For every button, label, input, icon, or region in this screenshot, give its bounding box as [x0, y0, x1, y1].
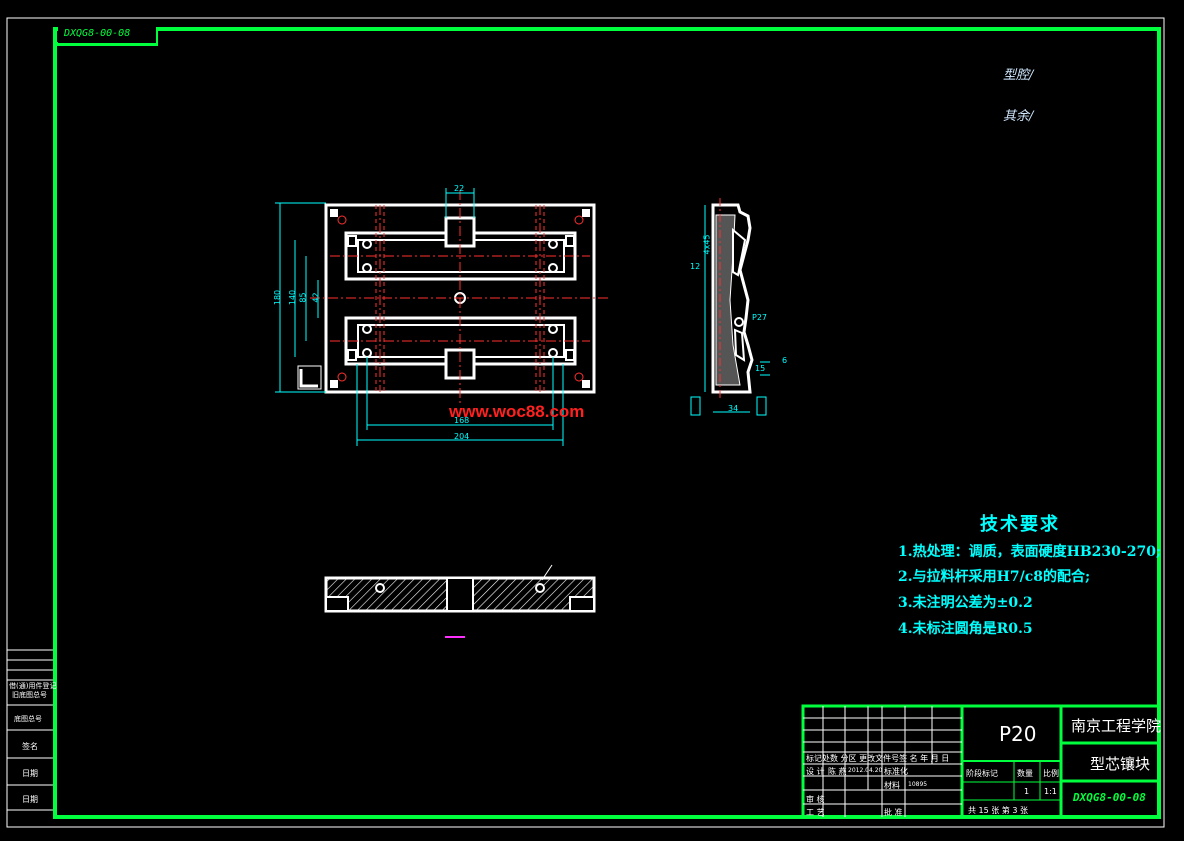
- drawing-frame: [53, 27, 1161, 819]
- roughness-other: 其余/: [1003, 109, 1034, 124]
- side-strip-label: 日期: [22, 769, 38, 778]
- section-pocket: [325, 596, 349, 612]
- title-block-grid: [803, 706, 962, 817]
- dim-side-6: 6: [782, 356, 788, 365]
- dim-side-15: 15: [755, 364, 766, 373]
- bolt-hole: [548, 263, 558, 273]
- watermark-url: www.woc88.com: [449, 402, 585, 421]
- scale-value: 1:1: [1044, 787, 1057, 796]
- title-drawing-code: DXQG8-00-08: [1073, 791, 1146, 804]
- designer-name: 陈 燕: [828, 767, 847, 776]
- school-name: 南京工程学院: [1071, 717, 1162, 735]
- dim-side-12: 12: [690, 262, 701, 271]
- section-pocket: [569, 596, 595, 612]
- side-notch: [347, 235, 357, 247]
- side-clamp: [690, 396, 701, 416]
- corner-hole: [574, 372, 584, 382]
- side-notch: [565, 349, 575, 361]
- top-view: [275, 188, 608, 446]
- tech-requirement-item: 1.热处理：调质，表面硬度HB230-270;: [898, 544, 1162, 560]
- side-strip-label: 借(通)用件登记: [9, 682, 57, 690]
- side-view: [690, 198, 770, 416]
- dim-top-width: 22: [454, 184, 465, 193]
- sheet-count: 共 15 张 第 3 张: [968, 806, 1028, 815]
- roughness-cavity: 型腔/: [1003, 68, 1034, 83]
- stage-label: 阶段标记: [966, 769, 998, 778]
- side-hole: [734, 317, 744, 327]
- standardization-label: 标准化: [884, 767, 908, 776]
- corner-pocket: [582, 209, 590, 217]
- design-label: 设 计: [806, 767, 825, 776]
- material-label: 材料: [884, 781, 900, 790]
- side-cavity: [733, 328, 746, 362]
- dim-left-overall: 180: [273, 289, 283, 306]
- bolt-hole: [548, 348, 558, 358]
- corner-pocket: [330, 380, 338, 388]
- dim-side-p: P27: [752, 313, 768, 322]
- tech-requirement-item: 2.与拉料杆采用H7/c8的配合;: [898, 569, 1091, 585]
- weight-label: 数量: [1017, 769, 1033, 778]
- side-profile: [711, 203, 754, 394]
- tech-requirement-item: 4.未标注圆角是R0.5: [898, 621, 1033, 637]
- dim-left-small: 85: [298, 292, 308, 303]
- side-cavity: [732, 227, 747, 277]
- bolt-hole: [548, 239, 558, 249]
- bolt-hole: [362, 239, 372, 249]
- side-notch: [347, 349, 357, 361]
- side-notch: [565, 235, 575, 247]
- title-block-lines: [801, 704, 1161, 819]
- tech-requirement-item: 3.未注明公差为±0.2: [898, 595, 1033, 611]
- bolt-hole: [548, 324, 558, 334]
- scale-label: 比例: [1043, 769, 1059, 778]
- title-header-row: 标记处数 分区 更改文件号签 名 年 月 日: [806, 754, 950, 763]
- side-strip-lines: [7, 649, 53, 811]
- side-clamp: [756, 396, 767, 416]
- side-strip-label: 签名: [22, 742, 38, 751]
- bolt-hole: [362, 348, 372, 358]
- tech-requirements-title: 技术要求: [980, 514, 1060, 535]
- design-date: 2012.04.20: [848, 767, 883, 774]
- section-mark: [541, 564, 553, 581]
- corner-pocket: [330, 209, 338, 217]
- corner-pocket: [582, 380, 590, 388]
- drawing-code-tag: DXQG8-00-08: [58, 27, 156, 43]
- approve-label: 批 准: [884, 808, 903, 817]
- corner-hole: [337, 372, 347, 382]
- dim-left-inner: 140: [288, 289, 298, 306]
- part-number: P20: [999, 722, 1037, 746]
- bolt-hole: [362, 324, 372, 334]
- side-strip-label: 日期: [22, 795, 38, 804]
- process-label: 工 艺: [806, 808, 825, 817]
- l-marker-box: [297, 365, 322, 390]
- corner-hole: [337, 215, 347, 225]
- material-value: 10895: [908, 781, 928, 788]
- review-label: 审 核: [806, 795, 825, 804]
- section-gate: [446, 577, 474, 612]
- dim-left-tiny: 42: [311, 292, 321, 303]
- section-hole: [535, 583, 545, 593]
- sheet-outer-border: [6, 17, 1165, 828]
- dim-bottom-outer: 204: [454, 432, 470, 441]
- side-strip-label: 旧底图总号: [12, 691, 47, 699]
- dim-side-h1: 4x45: [702, 234, 712, 255]
- dim-bottom-inner: 168: [454, 416, 470, 425]
- part-name: 型芯镶块: [1090, 755, 1151, 773]
- section-hole: [375, 583, 385, 593]
- corner-hole: [574, 215, 584, 225]
- bottom-section-view: [324, 564, 596, 638]
- side-strip-label: 底图总号: [14, 715, 42, 723]
- quantity-value: 1: [1024, 787, 1030, 796]
- bolt-hole: [362, 263, 372, 273]
- l-marker: [299, 369, 318, 388]
- dim-side-34: 34: [728, 404, 739, 413]
